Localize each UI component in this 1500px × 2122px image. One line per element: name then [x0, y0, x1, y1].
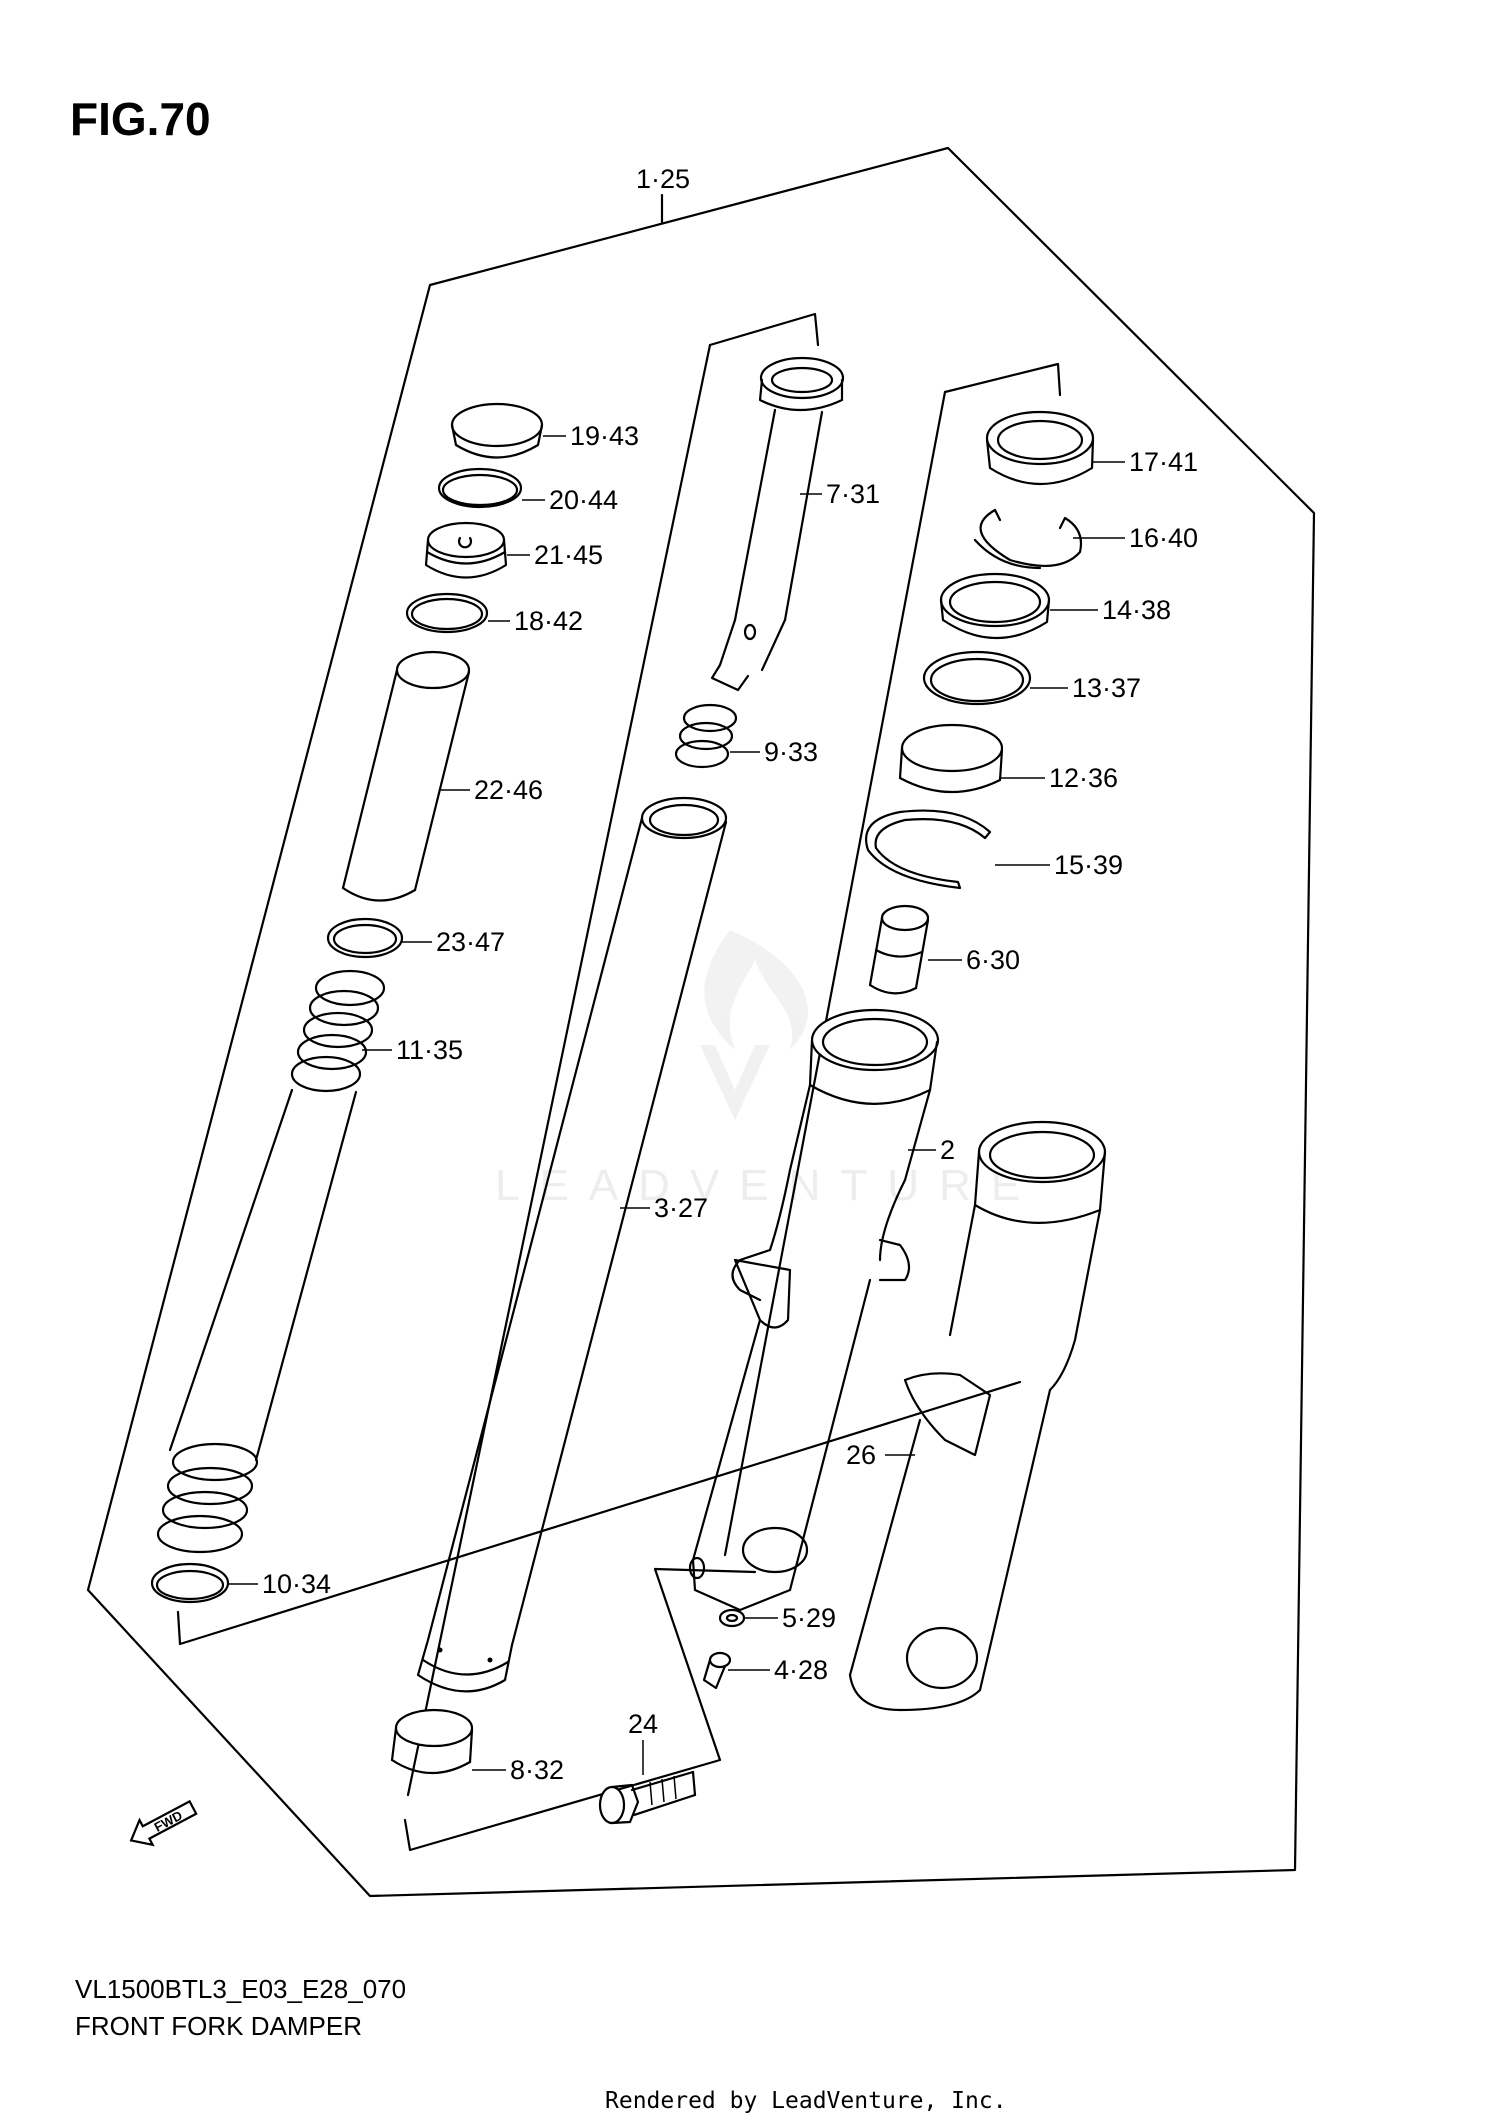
part-14-oil-seal: [939, 572, 1051, 640]
leadventure-watermark: LEADVENTURE: [495, 930, 1040, 1210]
callout-6: 6·30: [966, 945, 1020, 975]
middle-box-left-edge: [406, 343, 712, 1797]
part-20-ring: [437, 467, 523, 509]
part-12-bushing: [898, 723, 1004, 794]
callout-18: 18·42: [514, 606, 583, 636]
callout-11: 11·35: [396, 1035, 463, 1065]
callout-2: 2: [940, 1135, 955, 1165]
left-group-box: [176, 1380, 1022, 1646]
part-18-oring: [405, 592, 489, 634]
fwd-arrow-icon: FWD: [129, 1799, 198, 1847]
render-credit: Rendered by LeadVenture, Inc.: [605, 2088, 1007, 2114]
part-2-outer-tube: [688, 1008, 940, 1612]
part-24-bolt: [598, 1770, 697, 1825]
figure-title: FIG.70: [70, 93, 211, 145]
callout-10: 10·34: [262, 1569, 331, 1599]
assembly-outline: [86, 146, 1316, 1898]
callout-1: 1·25: [636, 164, 690, 194]
middle-group-box: [403, 1567, 757, 1852]
part-4-bolt: [702, 1651, 732, 1690]
callout-15: 15·39: [1054, 850, 1123, 880]
callout-17: 17·41: [1129, 447, 1198, 477]
part-13-washer: [922, 650, 1032, 706]
callout-8: 8·32: [510, 1755, 564, 1785]
callout-12: 12·36: [1049, 763, 1118, 793]
callout-7: 7·31: [826, 479, 880, 509]
model-code: VL1500BTL3_E03_E28_070: [75, 1974, 406, 2004]
part-8-bushing: [390, 1708, 474, 1775]
callout-16: 16·40: [1129, 523, 1198, 553]
part-21-plug: [424, 521, 508, 579]
callout-4: 4·28: [774, 1655, 828, 1685]
part-17-dust-seal: [985, 410, 1095, 485]
fwd-label: FWD: [152, 1808, 185, 1835]
part-16-clip: [973, 508, 1083, 570]
callout-14: 14·38: [1102, 595, 1171, 625]
callout-9: 9·33: [764, 737, 818, 767]
callout-3: 3·27: [654, 1193, 708, 1223]
part-9-spring: [674, 703, 738, 769]
callout-24: 24: [628, 1709, 658, 1739]
part-23-washer: [326, 917, 404, 959]
part-6-piece: [868, 904, 930, 995]
callout-21: 21·45: [534, 540, 603, 570]
part-19-cap: [450, 402, 544, 459]
part-22-spacer: [341, 650, 471, 902]
callout-20: 20·44: [549, 485, 618, 515]
part-15-snap-ring: [865, 809, 992, 890]
watermark-text: LEADVENTURE: [495, 1161, 1040, 1210]
callout-19: 19·43: [570, 421, 639, 451]
callout-5: 5·29: [782, 1603, 836, 1633]
callout-22: 22·46: [474, 775, 543, 805]
callout-26: 26: [846, 1440, 876, 1470]
part-26-outer-tube: [848, 1120, 1107, 1712]
right-box-left-edge: [723, 390, 947, 1557]
part-10-ring: [150, 1562, 230, 1604]
diagram-name: FRONT FORK DAMPER: [75, 2011, 362, 2041]
callout-13: 13·37: [1072, 673, 1141, 703]
part-3-inner-tube: [416, 796, 728, 1693]
callout-23: 23·47: [436, 927, 505, 957]
part-7-damper-rod: [710, 356, 845, 692]
part-5-washer: [718, 1608, 746, 1628]
right-box-top: [943, 362, 1062, 397]
part-11-spring: [156, 969, 386, 1554]
middle-box-top: [708, 312, 820, 347]
